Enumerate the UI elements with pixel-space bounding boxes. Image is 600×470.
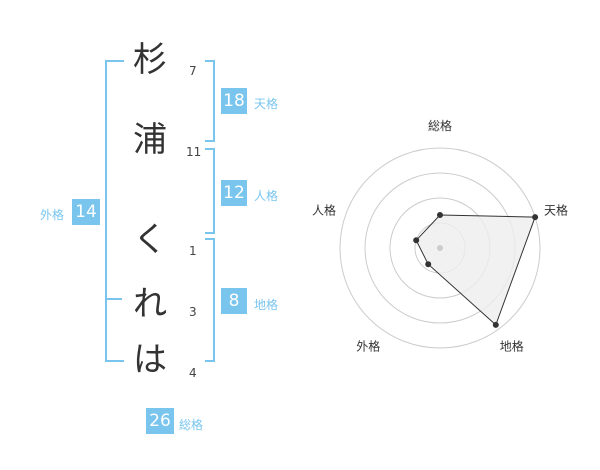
jinkaku-bracket [205, 148, 215, 234]
chikaku-label: 地格 [254, 298, 279, 312]
name-char-1: 杉 [133, 40, 167, 80]
chikaku-bracket [205, 238, 215, 362]
stroke-count-4: 3 [189, 305, 197, 319]
radar-axis-label: 総格 [428, 118, 452, 133]
radar-point [492, 321, 499, 328]
tenkaku-value: 18 [221, 88, 247, 114]
jinkaku-label: 人格 [254, 189, 279, 203]
stroke-count-3: 1 [189, 244, 197, 258]
stroke-count-5: 4 [189, 366, 197, 380]
radar-point [532, 214, 539, 221]
gaikaku-value: 14 [72, 199, 100, 225]
radar-grid-ring [339, 147, 541, 349]
radar-center-dot [437, 245, 443, 251]
stroke-count-2: 11 [186, 145, 202, 159]
gaikaku-label: 外格 [40, 208, 65, 222]
soukaku-value: 26 [146, 408, 174, 434]
gaikaku-bracket-tick [107, 298, 122, 300]
name-char-2: 浦 [133, 120, 167, 160]
chikaku-value: 8 [221, 288, 247, 314]
soukaku-label: 総格 [179, 418, 204, 432]
radar-axis-label: 天格 [544, 202, 568, 217]
name-char-3: く [133, 220, 167, 260]
jinkaku-value: 12 [221, 180, 247, 206]
radar-point [437, 212, 443, 218]
tenkaku-label: 天格 [254, 97, 279, 111]
gaikaku-bracket [105, 60, 124, 362]
radar-point [425, 261, 432, 268]
name-char-5: は [133, 340, 167, 380]
name-char-4: れ [133, 284, 167, 324]
stroke-count-1: 7 [189, 64, 197, 78]
radar-axis-label: 外格 [356, 339, 380, 354]
radar-point [413, 237, 420, 244]
tenkaku-bracket [205, 60, 215, 142]
radar-data-polygon [415, 214, 536, 326]
radar-axis-label: 人格 [312, 202, 336, 217]
radar-axis-label: 地格 [500, 339, 524, 354]
